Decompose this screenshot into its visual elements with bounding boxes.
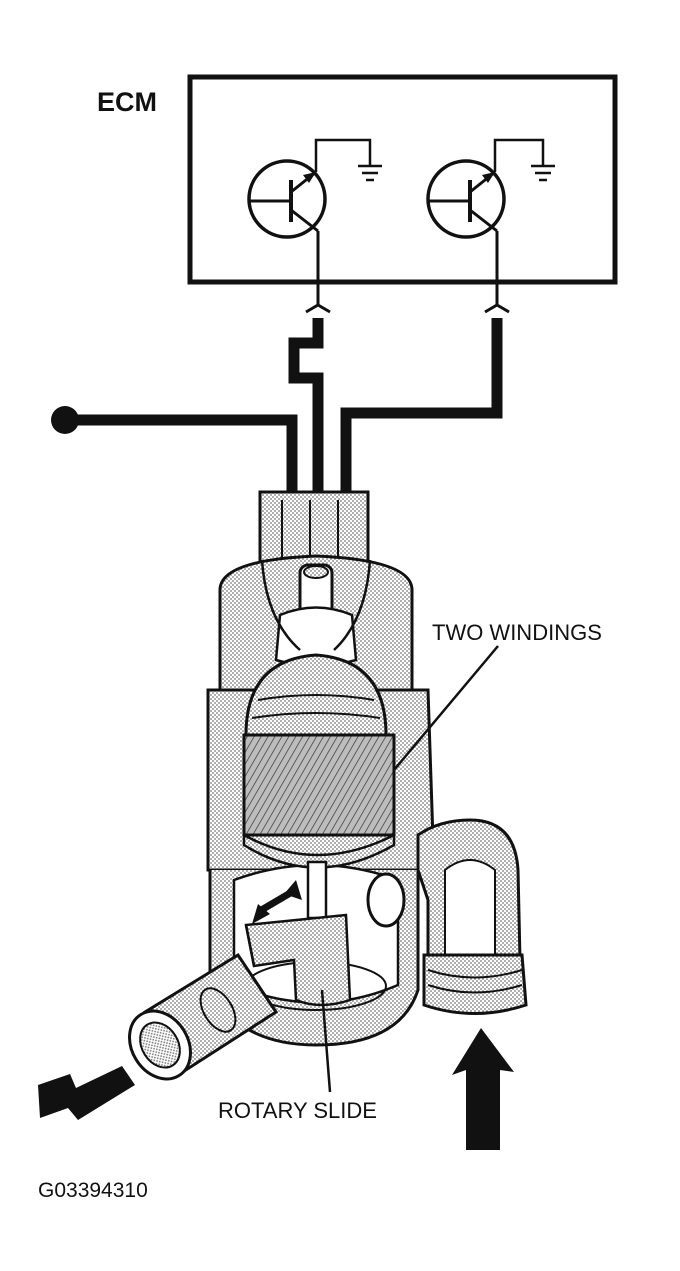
outlet-arrow-icon	[38, 1066, 135, 1120]
transistor-icon	[247, 159, 327, 239]
ground-icon	[531, 164, 555, 182]
ecm-label: ECM	[97, 87, 157, 117]
two-windings-leader-line	[393, 645, 499, 771]
rotation-arrow-icon	[252, 880, 302, 924]
transistor-icon	[426, 159, 506, 239]
figure-code: G03394310	[38, 1179, 148, 1202]
connector-pin-icon	[305, 303, 510, 314]
ground-icon	[358, 164, 382, 182]
wiring-harness	[70, 318, 503, 500]
coil-windings	[242, 733, 396, 837]
rotary-slide-leader-line	[320, 989, 332, 1093]
rotary-slide-label: ROTARY SLIDE	[218, 1098, 377, 1123]
outlet-tube	[128, 952, 279, 1081]
inlet-arrow-icon	[452, 1028, 514, 1150]
idle-air-control-valve	[128, 554, 528, 1081]
ecm-module	[187, 74, 618, 305]
valve-connector	[258, 490, 370, 566]
inlet-elbow	[416, 818, 528, 1015]
power-terminal-dot	[51, 406, 79, 434]
two-windings-label: TWO WINDINGS	[432, 620, 602, 645]
